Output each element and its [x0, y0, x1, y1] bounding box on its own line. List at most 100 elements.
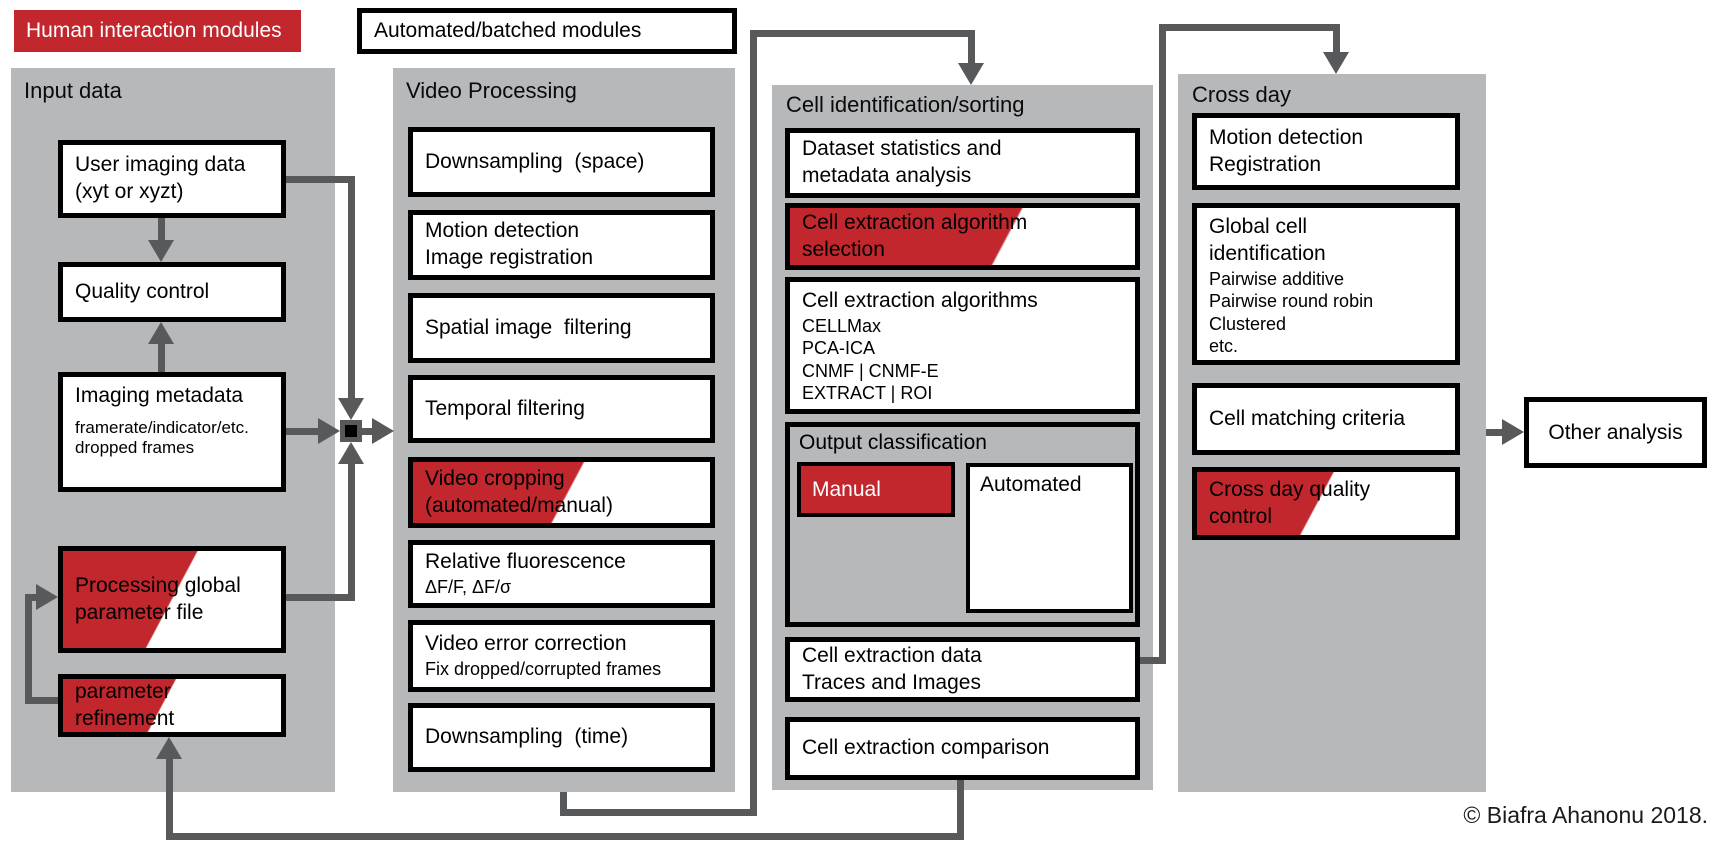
connector-to-other-analysis: [1486, 429, 1504, 436]
box-line: Other analysis: [1548, 420, 1683, 444]
box-line: Video cropping: [425, 466, 565, 490]
box-video-cropping: Video cropping (automated/manual): [408, 457, 715, 528]
connector-feedback-v-left: [166, 757, 173, 840]
box-downsampling-time: Downsampling (time): [408, 703, 715, 772]
header-cross-day: Cross day: [1192, 82, 1292, 107]
connector-metadata-to-node: [286, 428, 320, 435]
arrowhead-into-video-processing: [372, 418, 394, 444]
box-subline: PCA-ICA: [802, 338, 876, 359]
box-line: Downsampling (space): [425, 149, 645, 173]
box-line: Global cell: [1209, 215, 1308, 238]
box-line: Registration: [1209, 152, 1322, 176]
box-line: Processing global: [75, 573, 241, 597]
box-line: Cell extraction comparison: [802, 736, 1050, 760]
box-line: (xyt or xyzt): [75, 180, 184, 203]
connector-user-to-node-h: [286, 176, 355, 183]
box-subline: Clustered: [1209, 313, 1287, 334]
box-subline: Pairwise additive: [1209, 268, 1345, 289]
box-cell-extraction-algorithms: Cell extraction algorithms CELLMax PCA-I…: [785, 277, 1140, 414]
connector-celldata-riser: [1159, 24, 1166, 664]
box-crossday-quality-control: Cross day quality control: [1192, 467, 1460, 540]
connector-celldata-stub: [1140, 657, 1166, 664]
box-line: identification: [1209, 241, 1326, 265]
box-subline: dropped frames: [75, 437, 195, 457]
box-subline: framerate/indicator/etc.: [75, 417, 249, 437]
box-line: Temporal filtering: [425, 396, 585, 420]
box-spatial-image-filtering: Spatial image filtering: [408, 293, 715, 363]
connector-video-out-v: [560, 792, 567, 816]
box-line: Motion detection: [1209, 125, 1364, 149]
box-line: Cell extraction algorithms: [802, 289, 1038, 312]
connector-refine-loop-v: [25, 594, 32, 704]
box-other-analysis: Other analysis: [1524, 397, 1707, 468]
box-line: metadata analysis: [802, 164, 972, 187]
header-cell-identification: Cell identification/sorting: [786, 92, 1025, 117]
box-subline: etc.: [1209, 336, 1239, 357]
legend-human-interaction: Human interaction modules: [14, 10, 301, 52]
box-line: control: [1209, 504, 1273, 528]
connector-user-to-node-v: [348, 176, 355, 404]
box-line: Image registration: [425, 246, 594, 269]
connector-user-to-quality: [158, 218, 165, 242]
box-subline: CELLMax: [802, 315, 882, 336]
header-video-processing: Video Processing: [406, 78, 577, 103]
box-crossday-motion-detection: Motion detection Registration: [1192, 113, 1460, 190]
arrowhead-into-paramfile: [36, 584, 58, 610]
output-classification-header: Output classification: [799, 431, 987, 454]
box-line: Cell extraction data: [802, 643, 982, 667]
box-line: Cross day quality: [1209, 477, 1371, 501]
connector-into-cellid-v: [968, 37, 975, 65]
legend-automated-batched: Automated/batched modules: [357, 8, 737, 54]
header-input-data: Input data: [24, 78, 122, 103]
box-line: Video error correction: [425, 632, 627, 656]
box-line: parameter file: [75, 600, 204, 624]
connector-feedback-bottom-h: [166, 833, 964, 840]
arrowhead-into-node-top: [338, 398, 364, 420]
box-line: Cell matching criteria: [1209, 406, 1406, 430]
connector-into-crossday-v: [1333, 31, 1340, 53]
box-line: Downsampling (time): [425, 725, 629, 749]
box-line: Cell extraction algorithm: [802, 210, 1028, 234]
arrowhead-into-parameter-refinement: [156, 737, 182, 759]
box-automated-classification: Automated: [966, 463, 1133, 613]
connector-celldata-top-h: [1159, 24, 1340, 31]
arrowhead-into-node-left: [318, 418, 340, 444]
box-line: User imaging data: [75, 153, 246, 177]
box-subline: ΔF/F, ΔF/σ: [425, 577, 512, 598]
box-line: refinement: [75, 706, 175, 730]
box-line: Spatial image filtering: [425, 315, 632, 339]
box-line: Quality control: [75, 279, 210, 303]
box-subline: CNMF | CNMF-E: [802, 360, 939, 381]
connector-metadata-to-quality: [158, 344, 165, 372]
connector-paramfile-to-node-v: [348, 462, 355, 601]
copyright-text: © Biafra Ahanonu 2018.: [1463, 802, 1708, 828]
box-line: Imaging metadata: [75, 384, 244, 407]
box-output-classification: Output classification Manual Automated: [785, 422, 1140, 627]
connector-video-out-h: [560, 809, 757, 816]
convergence-node-core: [345, 425, 357, 437]
box-processing-global-parameter-file: Processing global parameter file: [58, 546, 286, 653]
arrowhead-into-cellid-column: [958, 63, 984, 85]
box-line: parameter: [75, 679, 171, 703]
box-line: Manual: [812, 477, 881, 501]
box-line: Automated: [980, 473, 1082, 496]
box-cell-extraction-algorithm-selection: Cell extraction algorithm selection: [785, 203, 1140, 270]
box-line: Traces and Images: [802, 670, 981, 694]
box-subline: Pairwise round robin: [1209, 291, 1374, 312]
box-subline: EXTRACT | ROI: [802, 383, 933, 404]
box-cell-extraction-comparison: Cell extraction comparison: [785, 717, 1140, 780]
box-line: Dataset statistics and: [802, 137, 1002, 161]
connector-refine-loop-bottom: [25, 697, 58, 704]
box-cell-extraction-data: Cell extraction data Traces and Images: [785, 637, 1140, 702]
box-cell-matching-criteria: Cell matching criteria: [1192, 383, 1460, 455]
arrowhead-into-node-bottom: [338, 442, 364, 464]
box-manual-classification: Manual: [797, 462, 955, 517]
box-relative-fluorescence: Relative fluorescence ΔF/F, ΔF/σ: [408, 540, 715, 608]
box-subline: Fix dropped/corrupted frames: [425, 659, 662, 680]
connector-refine-loop-top: [25, 594, 40, 601]
box-imaging-metadata: Imaging metadata framerate/indicator/etc…: [58, 372, 286, 492]
box-global-cell-identification: Global cell identification Pairwise addi…: [1192, 203, 1460, 365]
connector-video-top-h: [750, 30, 975, 37]
connector-paramfile-to-node-h: [286, 594, 355, 601]
